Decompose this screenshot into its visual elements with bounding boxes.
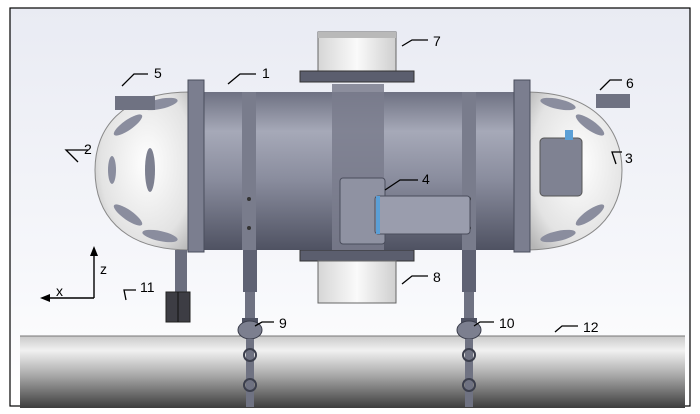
sensor-module (339, 177, 471, 245)
battery-pack (165, 250, 191, 323)
right-leg (456, 250, 482, 407)
label-5: 5 (154, 65, 162, 81)
pipe (20, 335, 685, 408)
leader-lines (64, 39, 622, 333)
x-axis-label: x (56, 283, 63, 299)
label-4: 4 (422, 171, 430, 187)
label-7: 7 (433, 33, 441, 49)
coordinate-axes: z x (40, 246, 107, 302)
right-dome (524, 91, 623, 251)
thruster-bottom (299, 249, 415, 304)
label-6: 6 (626, 75, 634, 91)
label-10: 10 (499, 315, 515, 331)
callout-labels: 1 2 3 4 5 6 7 8 9 10 11 12 (84, 33, 634, 335)
left-dome (94, 91, 191, 251)
label-8: 8 (433, 269, 441, 285)
label-1: 1 (262, 65, 270, 81)
label-11: 11 (140, 279, 155, 295)
thruster-top (299, 31, 415, 83)
left-bracket (115, 96, 155, 110)
right-bracket (596, 94, 630, 108)
label-3: 3 (625, 150, 633, 166)
label-2: 2 (84, 141, 92, 157)
label-12: 12 (583, 319, 599, 335)
label-9: 9 (279, 315, 287, 331)
z-axis-label: z (100, 261, 107, 277)
